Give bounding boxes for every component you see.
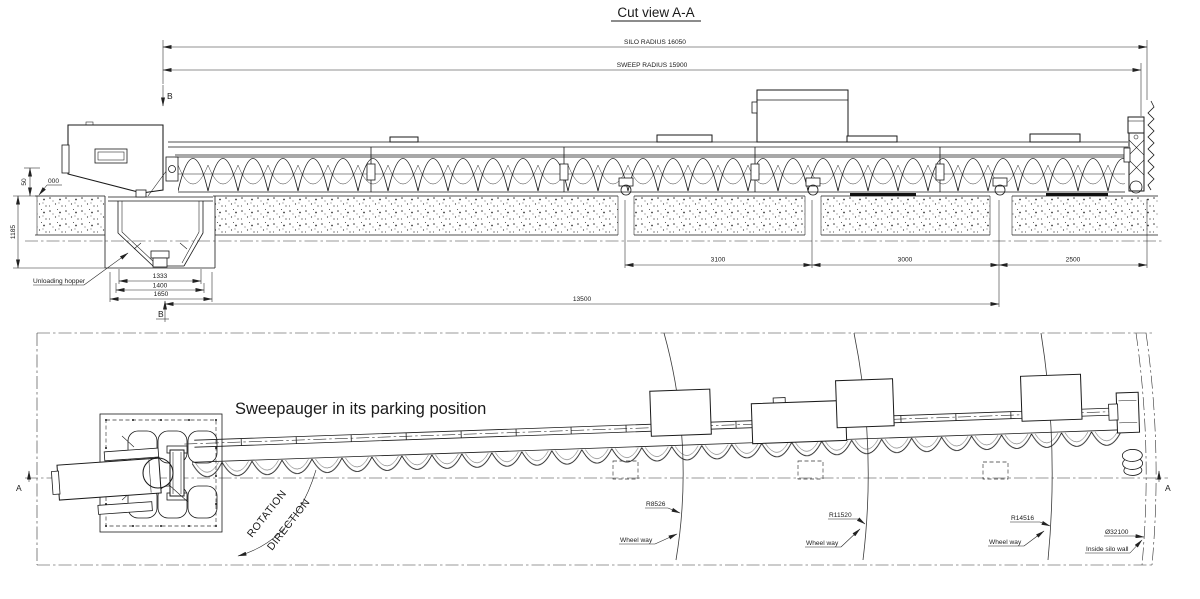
foundation (25, 195, 1163, 269)
dimension-wheel-spacing: 3100 3000 2500 (624, 199, 1148, 307)
section-a-left-text: A (16, 483, 22, 493)
concrete-slab (37, 197, 105, 235)
hopper-pit (104, 196, 216, 269)
end-carriage (1123, 116, 1145, 194)
dim-1333-text: 1333 (153, 273, 168, 280)
elevation-view: Cut view A-A SILO RADIUS 16050 SWEEP RAD… (10, 5, 1163, 322)
dimension-silo-radius: SILO RADIUS 16050 (162, 39, 1148, 100)
section-b-top-text: B (167, 91, 173, 101)
wheelway1-callout: R8526 Wheel way (619, 501, 681, 545)
view-title: Cut view A-A (611, 5, 701, 22)
silo-radius-text: SILO RADIUS 16050 (624, 39, 686, 46)
sweep-radius-text: SWEEP RADIUS 15900 (617, 62, 688, 69)
nameplate (94, 148, 128, 164)
motor-flange (61, 144, 70, 174)
dim-1400-text: 1400 (153, 283, 168, 290)
section-a-right-text: A (1165, 483, 1171, 493)
rotation-direction: ROTATION DIRECTION (237, 469, 317, 557)
dimension-1400: 1400 (115, 283, 205, 293)
wheelway2-label-text: Wheel way (806, 540, 839, 547)
screw-flights-plan (192, 429, 1123, 482)
end-wheel (1121, 449, 1143, 462)
auger-screw (178, 157, 1125, 192)
wheelway3-callout: R14516 Wheel way (988, 515, 1051, 547)
level-text: 000 (48, 178, 59, 185)
pivot-bearing (142, 457, 174, 489)
unloading-hopper-label: Unloading hopper (33, 252, 129, 286)
carriage-wheel (1129, 180, 1143, 194)
plan-caption: Sweepauger in its parking position (235, 400, 486, 418)
dimension-13500: 13500 (164, 296, 1000, 306)
silo-wall-label-text: Inside silo wall (1086, 546, 1129, 553)
wheel-boxes-plan (649, 373, 1083, 445)
rotation-arrow (237, 469, 317, 557)
dimension-1650: 1650 (109, 272, 213, 302)
section-marker-b-top: B (161, 85, 173, 107)
dim-1185-text: 1185 (10, 225, 17, 240)
floor-level-marker: 000 (38, 178, 62, 196)
shaft-end (168, 165, 176, 173)
dim-50-text: 50 (21, 178, 28, 186)
wheelway3-radius-text: R14516 (1011, 515, 1034, 522)
end-carriage-plan (1108, 391, 1144, 476)
dim-2500-text: 2500 (1066, 257, 1081, 264)
title-text: Cut view A-A (617, 5, 694, 20)
silo-wall-plan (1135, 332, 1157, 566)
wheelway2-callout: R11520 Wheel way (805, 512, 866, 548)
support-beam (168, 141, 1128, 158)
center-tower (756, 89, 849, 143)
dimension-1333: 1333 (118, 269, 202, 284)
dim-1650-text: 1650 (154, 291, 169, 298)
sweep-auger-elevation (168, 89, 1155, 196)
wheel-track (1046, 193, 1108, 196)
plan-boundary (36, 332, 1152, 566)
support-wheels (618, 177, 1008, 196)
silo-wall-callout: Ø32100 Inside silo wall (1085, 529, 1145, 554)
beam-boxes (389, 89, 1081, 143)
dimension-50: 50 (21, 167, 40, 197)
dim-3000-text: 3000 (898, 257, 913, 264)
section-b-bottom-text: B (158, 309, 164, 319)
plan-motor (50, 447, 162, 515)
dim-3100-text: 3100 (711, 257, 726, 264)
wheelway2-radius-text: R11520 (829, 512, 852, 519)
sweep-auger-plan (184, 373, 1144, 482)
motor-cap (50, 470, 61, 495)
silo-wall-breakline (1147, 100, 1155, 191)
section-marker-a-right: A (1157, 470, 1171, 493)
plan-view: Sweepauger in its parking position ROTAT… (16, 332, 1171, 566)
unloading-hopper (108, 196, 213, 268)
dimension-1185: 1185 (10, 195, 105, 269)
inlet-bearing (165, 156, 179, 182)
wheel-track (850, 193, 916, 196)
wheelway1-radius-text: R8526 (646, 501, 666, 508)
drive-foot (135, 189, 147, 198)
unloading-hopper-text: Unloading hopper (33, 278, 86, 285)
wheelway3-label-text: Wheel way (989, 539, 1022, 546)
silo-diameter-text: Ø32100 (1105, 529, 1129, 536)
wheel-pads (612, 460, 1009, 480)
center-box-plan (750, 399, 848, 445)
hopper-outlet (152, 257, 168, 268)
dim-13500-text: 13500 (573, 296, 592, 303)
pivot-gearbox (142, 445, 189, 503)
hopper-outlet-flange (150, 250, 170, 259)
section-marker-a-left: A (16, 470, 31, 493)
dimension-sweep-radius: SWEEP RADIUS 15900 (162, 62, 1142, 116)
wheelway1-label-text: Wheel way (620, 537, 653, 544)
drive-unit (61, 121, 179, 198)
hanger-bearings (366, 147, 945, 192)
